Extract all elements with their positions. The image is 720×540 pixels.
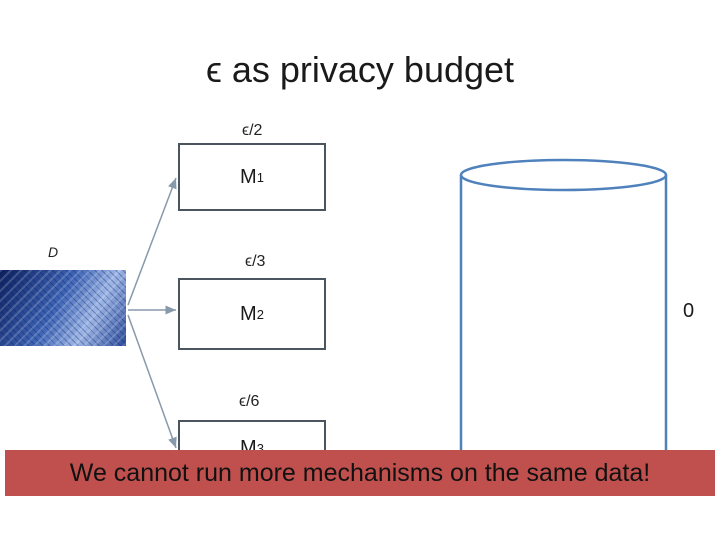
arrow-to-m1 — [127, 177, 177, 306]
mechanism-subscript: 1 — [256, 169, 264, 185]
budget-label-m1: ϵ/2 — [242, 122, 263, 139]
mechanism-subscript: 2 — [256, 306, 264, 322]
warning-banner: We cannot run more mechanisms on the sam… — [5, 450, 715, 496]
budget-label-m3: ϵ/6 — [239, 393, 260, 410]
mechanism-subscript: 3 — [256, 440, 264, 456]
binary-data-image — [0, 270, 126, 346]
mechanism-name: M — [240, 302, 257, 325]
arrow-to-m3 — [127, 314, 177, 449]
cylinder-top — [459, 158, 668, 192]
cylinder-body — [461, 175, 666, 495]
remaining-budget-value: 0 — [683, 300, 695, 322]
privacy-budget-cylinder — [459, 158, 668, 495]
mechanism-name: M — [240, 165, 257, 188]
dataset-label: D — [48, 244, 59, 260]
budget-label-m2: ϵ/3 — [245, 253, 266, 270]
slide-title: ϵ as privacy budget — [205, 49, 515, 90]
